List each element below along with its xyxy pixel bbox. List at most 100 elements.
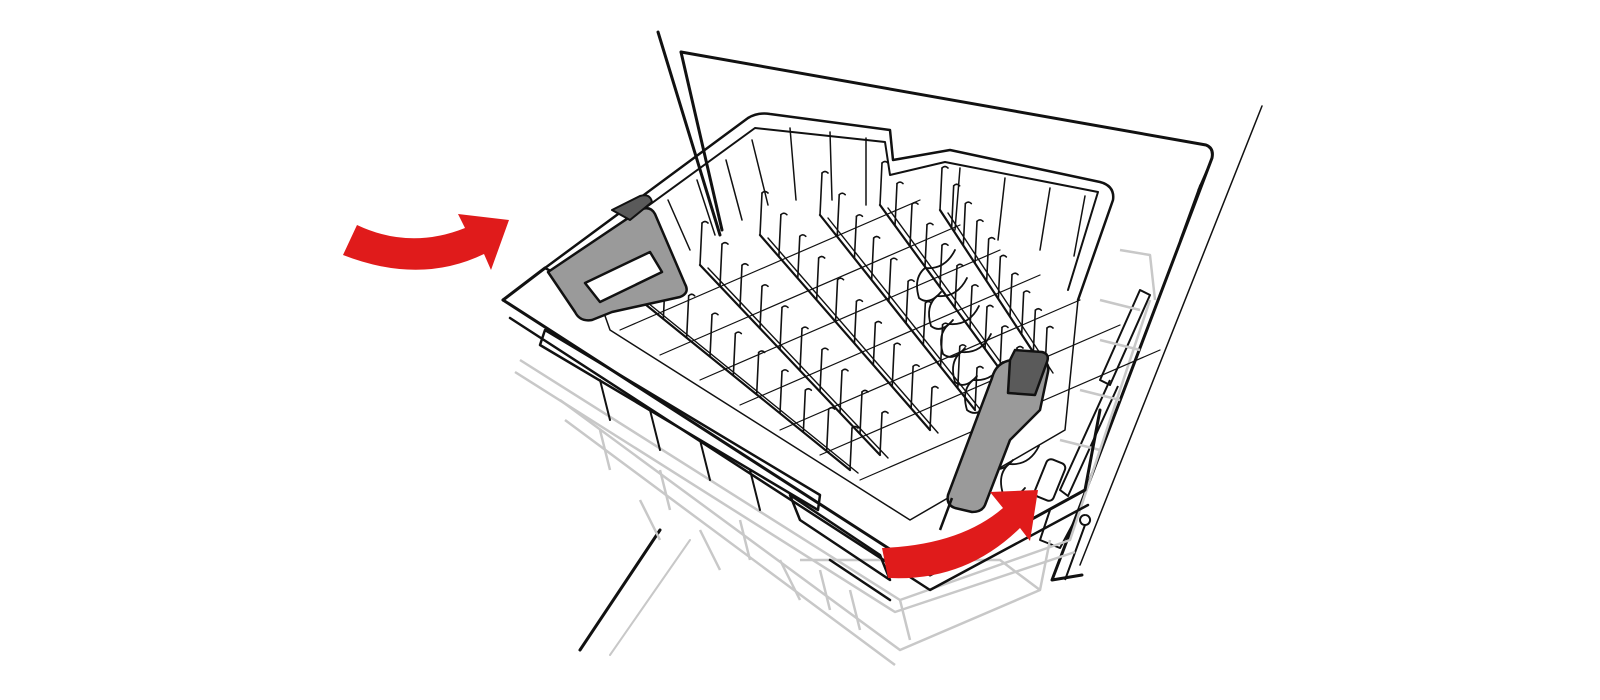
rack-tine-tip xyxy=(804,387,813,392)
rack-tine-tip xyxy=(721,241,729,245)
rack-tine-tip xyxy=(952,183,961,187)
rack-tine-tip xyxy=(976,219,984,223)
rack-tine-tip xyxy=(1034,307,1043,312)
right-curved-arrow-icon xyxy=(882,490,1038,579)
rack-tine-tip xyxy=(1046,325,1054,329)
rack-tine xyxy=(929,387,933,431)
rack-cross-wire xyxy=(659,224,961,356)
rack-floor xyxy=(597,295,1079,521)
rack-tine-tip xyxy=(1011,272,1019,276)
rack-wave-tine xyxy=(940,305,980,358)
rack-tine-tip xyxy=(798,234,807,238)
rack-tine-tip xyxy=(821,170,829,174)
cabinet-right-edge xyxy=(1079,105,1263,566)
rack-tine xyxy=(778,213,782,258)
rack-left-rim xyxy=(501,266,547,302)
rack-tine-tip xyxy=(855,214,864,218)
rack-tine xyxy=(974,367,978,411)
rack-front-rail xyxy=(788,493,892,582)
rack-tine-tip xyxy=(838,192,847,196)
rack-tine xyxy=(853,215,858,260)
rack-tine xyxy=(802,389,807,434)
rack-cross-wire xyxy=(779,299,1081,431)
rack-tine xyxy=(849,427,853,471)
rack-tine-tip xyxy=(711,312,719,316)
rack-tine-tip xyxy=(893,342,902,346)
tub-side-ghost xyxy=(1179,157,1213,241)
rack-tine xyxy=(997,256,1002,300)
rack-tine-tip xyxy=(855,299,864,303)
rack-tine-tip xyxy=(890,257,898,261)
rack-row-rail xyxy=(707,267,889,459)
rack-tine xyxy=(719,243,723,287)
rack-tine xyxy=(1020,291,1025,336)
rack-wave-tine xyxy=(928,277,968,330)
rack-tine xyxy=(891,343,896,388)
rack-tine-tip xyxy=(881,410,889,414)
rack-left-rail xyxy=(538,328,822,512)
rack-tine-tip xyxy=(821,347,829,351)
right-adjuster-handle-icon xyxy=(946,358,1050,514)
rack-tine-tip xyxy=(976,365,984,369)
rack-tine xyxy=(859,391,863,435)
rack-tine xyxy=(796,235,801,280)
rack-tine-tip xyxy=(912,364,920,368)
rack-tine-tip xyxy=(956,263,964,267)
rack-tine xyxy=(1009,273,1013,318)
rack-tine xyxy=(962,202,967,247)
rack-tine-tip xyxy=(896,181,904,185)
rack-tine xyxy=(1032,309,1037,354)
rack-tine xyxy=(853,300,858,345)
rack-tine xyxy=(954,264,958,309)
rack-tine-tip xyxy=(907,279,915,283)
rack-tine-tip xyxy=(781,369,789,373)
rack-tine-tip xyxy=(1016,345,1024,349)
rack-row-rail xyxy=(767,237,939,434)
rack-tine xyxy=(755,351,760,396)
rack-cross-wire xyxy=(619,199,921,331)
rack-tine-tip xyxy=(881,160,889,164)
rack-tine-tip xyxy=(1022,290,1031,294)
lower-door-line-2 xyxy=(609,539,691,656)
ghost-rack-lower-position xyxy=(514,248,1157,667)
left-handle-group xyxy=(546,194,688,322)
rack-tine xyxy=(939,167,943,211)
rack-back-wall xyxy=(543,112,1115,302)
rack-tine xyxy=(969,285,973,330)
rack-tine-tip xyxy=(987,236,996,240)
rack-row-rail xyxy=(647,302,859,474)
rack-row-rail xyxy=(638,298,852,472)
rack-tine xyxy=(905,280,909,325)
rack-tine xyxy=(922,302,927,346)
rack-tine xyxy=(819,348,823,393)
rack-tine xyxy=(825,408,830,452)
left-curved-arrow-icon xyxy=(343,214,509,270)
rack-tine xyxy=(894,182,898,227)
rack-tine-tip xyxy=(872,235,881,239)
rack-tine-tip xyxy=(780,212,788,216)
rack-tine xyxy=(815,257,820,301)
rack-cross-wire xyxy=(699,249,1001,381)
lower-door-line xyxy=(578,528,662,652)
rack-tine xyxy=(924,223,928,268)
rack-back-wall-inner xyxy=(559,127,1099,291)
rack-tine-tip xyxy=(941,242,949,247)
rack-tine-tip xyxy=(817,255,826,259)
rack-tine xyxy=(879,162,883,206)
rack-tine-tip xyxy=(926,222,934,226)
rack-tine xyxy=(839,369,843,414)
rack-tine xyxy=(974,220,978,265)
rack-tine xyxy=(872,322,877,366)
rack-row-rail xyxy=(947,212,1054,374)
upper-rack xyxy=(501,112,1115,602)
rack-tine-tip xyxy=(761,284,769,288)
rack-tine-tip xyxy=(999,254,1008,258)
rack-row-rail xyxy=(758,233,932,432)
rack-cross-wire xyxy=(739,274,1041,406)
rack-wave-tine xyxy=(1000,445,1040,498)
rack-tine xyxy=(759,192,763,236)
rack-wave-tine xyxy=(952,333,992,386)
rack-row-rail xyxy=(878,203,1017,392)
rack-wave-tine xyxy=(916,249,956,302)
